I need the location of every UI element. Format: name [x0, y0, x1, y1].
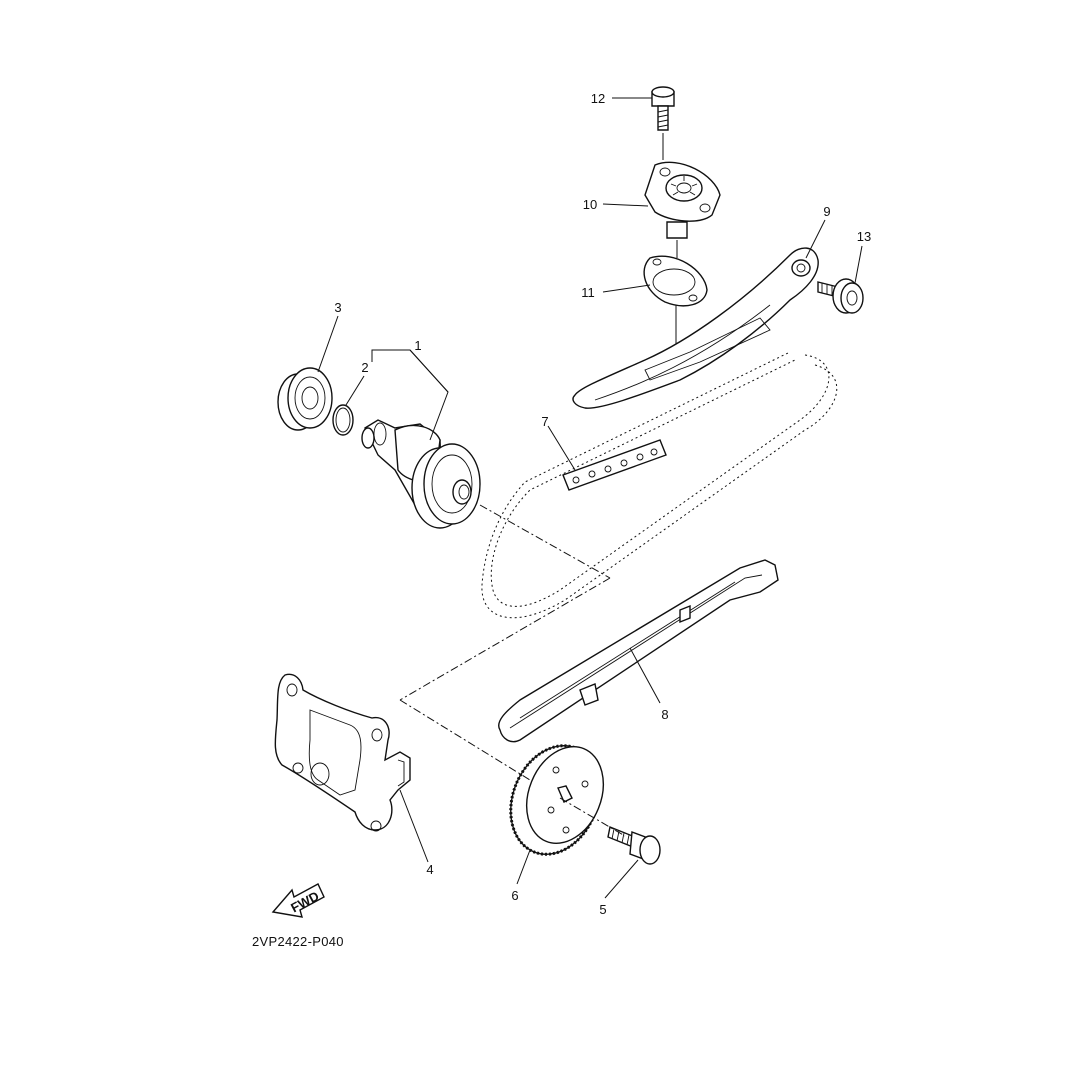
drawing-code: 2VP2422-P040 — [252, 934, 344, 949]
callout-1: 1 — [414, 338, 421, 353]
forward-direction-arrow-icon: FWD — [271, 883, 325, 918]
o-ring-part-2[interactable] — [332, 404, 354, 436]
alignment-lines — [399, 504, 626, 837]
callout-13: 13 — [857, 229, 871, 244]
bearing-part-3[interactable] — [277, 367, 333, 431]
tensioner-guide-part-9[interactable] — [572, 247, 819, 409]
guide-bolt-part-13[interactable] — [817, 278, 864, 314]
gasket-part-11[interactable] — [643, 255, 708, 307]
cam-chain[interactable] — [481, 351, 838, 619]
callout-12: 12 — [591, 91, 605, 106]
sprocket-bolt-part-5[interactable] — [607, 826, 661, 865]
callout-8: 8 — [661, 707, 668, 722]
gasket-plate-part-4[interactable] — [274, 673, 411, 832]
callout-3: 3 — [334, 300, 341, 315]
callout-labels: 1 2 3 4 5 6 7 8 9 10 11 12 13 — [334, 91, 871, 917]
chain-link-part-7[interactable] — [562, 439, 667, 491]
camshaft-part-1[interactable] — [361, 419, 481, 529]
cam-sprocket-part-6[interactable] — [495, 732, 617, 867]
callout-11: 11 — [581, 285, 595, 300]
callout-4: 4 — [426, 862, 433, 877]
callout-6: 6 — [511, 888, 518, 903]
chain-guide-part-8[interactable] — [498, 559, 779, 743]
bolt-part-12[interactable] — [651, 86, 675, 131]
chain-tensioner-part-10[interactable] — [644, 161, 721, 239]
callout-2: 2 — [361, 360, 368, 375]
callout-7: 7 — [541, 414, 548, 429]
callout-leaders — [317, 97, 863, 899]
callout-10: 10 — [583, 197, 597, 212]
callout-9: 9 — [823, 204, 830, 219]
callout-5: 5 — [599, 902, 606, 917]
